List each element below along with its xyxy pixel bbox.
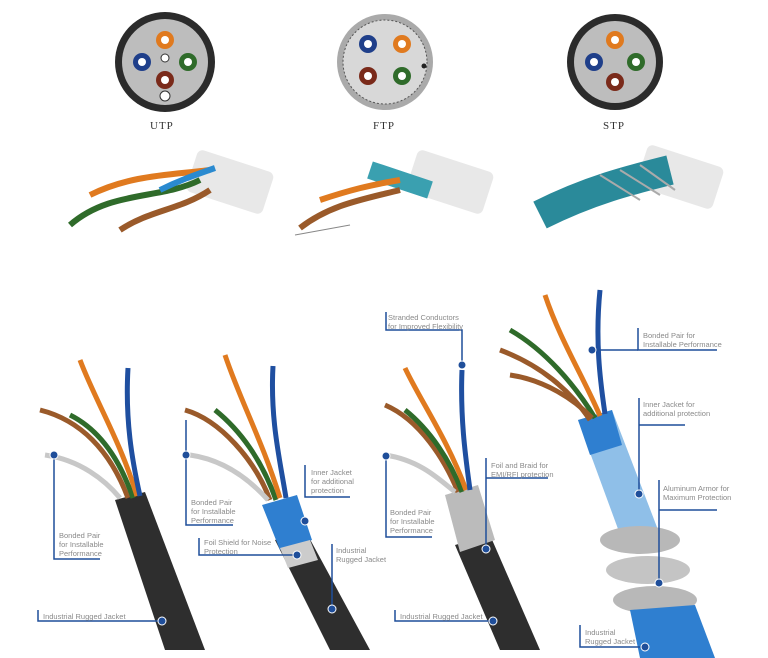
industrial-stp-cable	[383, 366, 540, 650]
stp-label: STP	[603, 120, 625, 132]
callout-rugged-jacket: Industrial Rugged Jacket	[336, 546, 387, 564]
callout-dots	[49, 345, 664, 652]
industrial-utp-cable	[39, 359, 205, 650]
utp-cross-section	[115, 12, 215, 112]
callout-bonded-pair: Bonded Pair for Installable Performance	[643, 331, 722, 349]
utp-cable-photo	[68, 150, 274, 233]
callout-rugged-jacket: Industrial Rugged Jacket	[43, 612, 126, 621]
callout-stranded-conductors: Stranded Conductors for Improved Flexibi…	[388, 313, 464, 331]
stp-cable-photo	[533, 145, 724, 229]
industrial-ftp-cable	[184, 354, 370, 650]
callout-bonded-pair: Bonded Pair for Installable Performance	[59, 531, 104, 558]
ftp-cable-photo	[294, 150, 494, 236]
armored-cable	[499, 289, 715, 658]
callout-rugged-jacket: Industrial Rugged Jacket	[585, 628, 636, 646]
callout-aluminum-armor: Aluminum Armor for Maximum Protection	[663, 484, 732, 502]
callout-bonded-pair: Bonded Pair for Installable Performance	[390, 508, 435, 535]
callout-foil-and-braid: Foil and Braid for EMI/RFI protection	[491, 461, 554, 479]
callout-foil-shield: Foil Shield for Noise Protection	[204, 538, 272, 556]
callout-inner-jacket: Inner Jacket for additional protection	[643, 400, 711, 418]
ftp-label: FTP	[373, 120, 395, 132]
stp-cross-section	[567, 14, 663, 110]
callout-inner-jacket: Inner Jacket for additional protection	[311, 468, 354, 495]
utp-label: UTP	[150, 120, 174, 132]
ftp-cross-section	[337, 14, 433, 110]
callout-bonded-pair: Bonded Pair for Installable Performance	[191, 498, 236, 525]
callout-rugged-jacket: Industrial Rugged Jacket	[400, 612, 483, 621]
